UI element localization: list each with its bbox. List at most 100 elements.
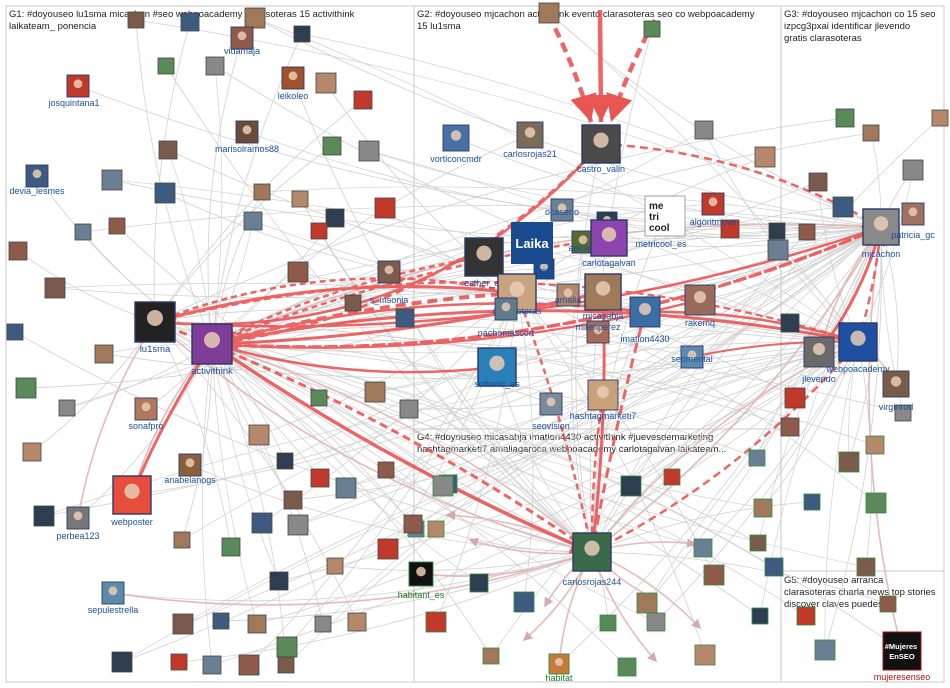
node-micasabja[interactable]: micasabja (583, 273, 624, 321)
small-node[interactable] (74, 223, 92, 241)
small-node[interactable] (720, 219, 740, 239)
small-node[interactable] (748, 449, 766, 467)
node-rakemq[interactable]: rakemq (684, 284, 716, 328)
small-node[interactable] (127, 11, 145, 29)
small-node[interactable] (751, 607, 769, 625)
small-node[interactable] (749, 534, 767, 552)
small-node[interactable] (931, 109, 949, 127)
small-node[interactable] (8, 241, 28, 261)
node-mjcachon[interactable]: mjcachon (862, 208, 901, 259)
small-node[interactable] (353, 90, 373, 110)
small-node[interactable] (832, 196, 854, 218)
node-vidamaja[interactable]: vidamaja (224, 26, 260, 56)
small-node[interactable] (315, 72, 337, 94)
small-node[interactable] (902, 159, 924, 181)
small-node[interactable] (247, 614, 267, 634)
small-node[interactable] (663, 468, 681, 486)
small-node[interactable] (310, 468, 330, 488)
node-webpoacademy[interactable]: webpoacademy (825, 322, 890, 374)
small-node[interactable] (6, 323, 24, 341)
small-node[interactable] (172, 613, 194, 635)
small-node[interactable] (243, 211, 263, 231)
small-node[interactable] (599, 614, 617, 632)
small-node[interactable] (432, 475, 454, 497)
small-node[interactable] (425, 611, 447, 633)
small-node[interactable] (780, 313, 800, 333)
small-node[interactable] (894, 404, 912, 422)
small-node[interactable] (865, 435, 885, 455)
small-node[interactable] (287, 514, 309, 536)
small-node[interactable] (310, 222, 328, 240)
small-node[interactable] (205, 56, 225, 76)
small-node[interactable] (838, 451, 860, 473)
node-algoritmove[interactable]: algoritmove (690, 192, 737, 227)
small-node[interactable] (276, 636, 298, 658)
laika-badge[interactable]: Laika (511, 222, 553, 264)
small-node[interactable] (862, 124, 880, 142)
small-node[interactable] (835, 108, 855, 128)
node-mujeresenseo[interactable]: mujeresenseo (874, 672, 931, 682)
small-node[interactable] (154, 182, 176, 204)
small-node[interactable] (244, 7, 266, 29)
small-node[interactable] (180, 12, 200, 32)
small-node[interactable] (44, 277, 66, 299)
small-node[interactable] (646, 612, 666, 632)
small-node[interactable] (694, 644, 716, 666)
small-node[interactable] (173, 531, 191, 549)
small-node[interactable] (808, 172, 828, 192)
small-node[interactable] (814, 639, 836, 661)
node-ocaserio[interactable]: ocaserio (545, 198, 579, 222)
small-node[interactable] (803, 493, 821, 511)
small-node[interactable] (111, 651, 133, 673)
small-node[interactable] (212, 612, 230, 630)
small-node[interactable] (157, 57, 175, 75)
node-josquintana1[interactable]: josquintana1 (47, 74, 100, 108)
small-node[interactable] (767, 239, 789, 261)
node-sepulestrella[interactable]: sepulestrella (88, 581, 139, 615)
node-mirenperez[interactable]: mirenperez (575, 320, 621, 344)
small-node[interactable] (482, 647, 500, 665)
small-node[interactable] (764, 557, 784, 577)
small-node[interactable] (326, 557, 344, 575)
node-patricia_gc[interactable]: patricia_gc (891, 202, 935, 240)
metricool-badge[interactable]: me tri cool (644, 195, 686, 237)
node-anabelanogs[interactable]: anabelanogs (164, 453, 216, 485)
small-node[interactable] (693, 538, 713, 558)
node-carlotagalvan[interactable]: carlotagalvan (582, 219, 636, 268)
small-node[interactable] (293, 25, 311, 43)
small-node[interactable] (33, 505, 55, 527)
small-node[interactable] (879, 595, 897, 613)
small-node[interactable] (94, 344, 114, 364)
small-node[interactable] (364, 381, 386, 403)
node-marisolramos88[interactable]: marisolramos88 (215, 120, 279, 154)
node-habitant_es[interactable]: habitant_es (398, 561, 445, 600)
small-node[interactable] (22, 442, 42, 462)
small-node[interactable] (344, 294, 362, 312)
small-node[interactable] (427, 520, 445, 538)
small-node[interactable] (865, 492, 887, 514)
small-node[interactable] (796, 606, 816, 626)
small-node[interactable] (238, 654, 260, 676)
small-node[interactable] (377, 538, 399, 560)
small-node[interactable] (469, 573, 489, 593)
node-perbea123[interactable]: perbea123 (56, 506, 100, 541)
small-node[interactable] (287, 261, 309, 283)
small-node[interactable] (58, 399, 76, 417)
small-node[interactable] (617, 657, 637, 677)
small-node[interactable] (768, 222, 786, 240)
node-carlosrojas21[interactable]: carlosrojas21 (503, 121, 557, 159)
small-node[interactable] (170, 653, 188, 671)
small-node[interactable] (754, 146, 776, 168)
small-node[interactable] (784, 387, 806, 409)
mujeresenseo-badge[interactable]: #Mujeres EnSEO (882, 631, 922, 671)
small-node[interactable] (283, 490, 303, 510)
small-node[interactable] (780, 417, 800, 437)
node-seomental[interactable]: seomental (671, 345, 713, 369)
small-node[interactable] (310, 389, 328, 407)
small-node[interactable] (251, 512, 273, 534)
node-devia_lesmes[interactable]: devia_lesmes (9, 164, 65, 196)
small-node[interactable] (248, 424, 270, 446)
node-carlosrojas244[interactable]: carlosrojas244 (563, 532, 622, 587)
node-habitat[interactable]: habitat (545, 653, 573, 683)
node-hashtagmarketi7[interactable]: hashtagmarketi7 (570, 379, 637, 421)
